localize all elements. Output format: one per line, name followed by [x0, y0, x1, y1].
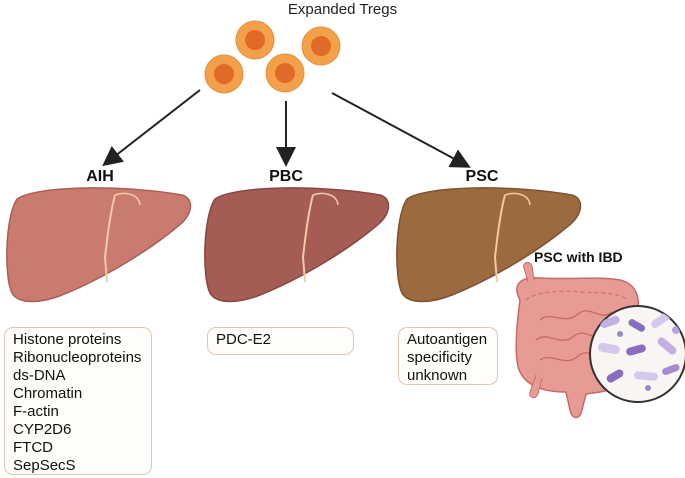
antigen-item: ds-DNA: [13, 367, 66, 384]
antigen-item: unknown: [407, 367, 468, 384]
antigen-item: SepSecS: [13, 457, 76, 474]
antigen-item: Histone proteins: [13, 331, 122, 348]
liver-psc: [396, 187, 582, 303]
arrow-to-psc: [331, 92, 471, 168]
antigen-box-psc: Autoantigen specificity unknown: [398, 327, 498, 385]
treg-cell: [235, 20, 275, 60]
disease-label-psc: PSC: [465, 168, 499, 185]
antigen-item: Ribonucleoproteins: [13, 349, 142, 366]
treg-cell: [301, 26, 341, 66]
antigen-item: CYP2D6: [13, 421, 72, 438]
treg-cell: [204, 54, 244, 94]
antigen-item: FTCD: [13, 439, 53, 456]
treg-cell: [265, 53, 305, 93]
liver-pbc: [204, 187, 390, 303]
antigen-item: Autoantigen: [407, 331, 488, 348]
top-label: Expanded Tregs: [287, 1, 398, 18]
antigen-box-aih: Histone proteins Ribonucleoproteins ds-D…: [4, 327, 152, 475]
disease-label-pbc: PBC: [269, 168, 303, 185]
antigen-item: PDC-E2: [216, 331, 272, 348]
liver-aih: [6, 187, 192, 303]
disease-label-aih: AIH: [86, 168, 114, 185]
treg-cell-group: [204, 20, 341, 94]
antigen-item: Chromatin: [13, 385, 83, 402]
microbiome-lens: [589, 305, 685, 403]
antigen-box-pbc: PDC-E2: [207, 327, 354, 355]
arrow-to-aih: [102, 89, 201, 167]
antigen-item: F-actin: [13, 403, 59, 420]
psc-ibd-label: PSC with IBD: [534, 249, 623, 265]
antigen-item: specificity: [407, 349, 473, 366]
